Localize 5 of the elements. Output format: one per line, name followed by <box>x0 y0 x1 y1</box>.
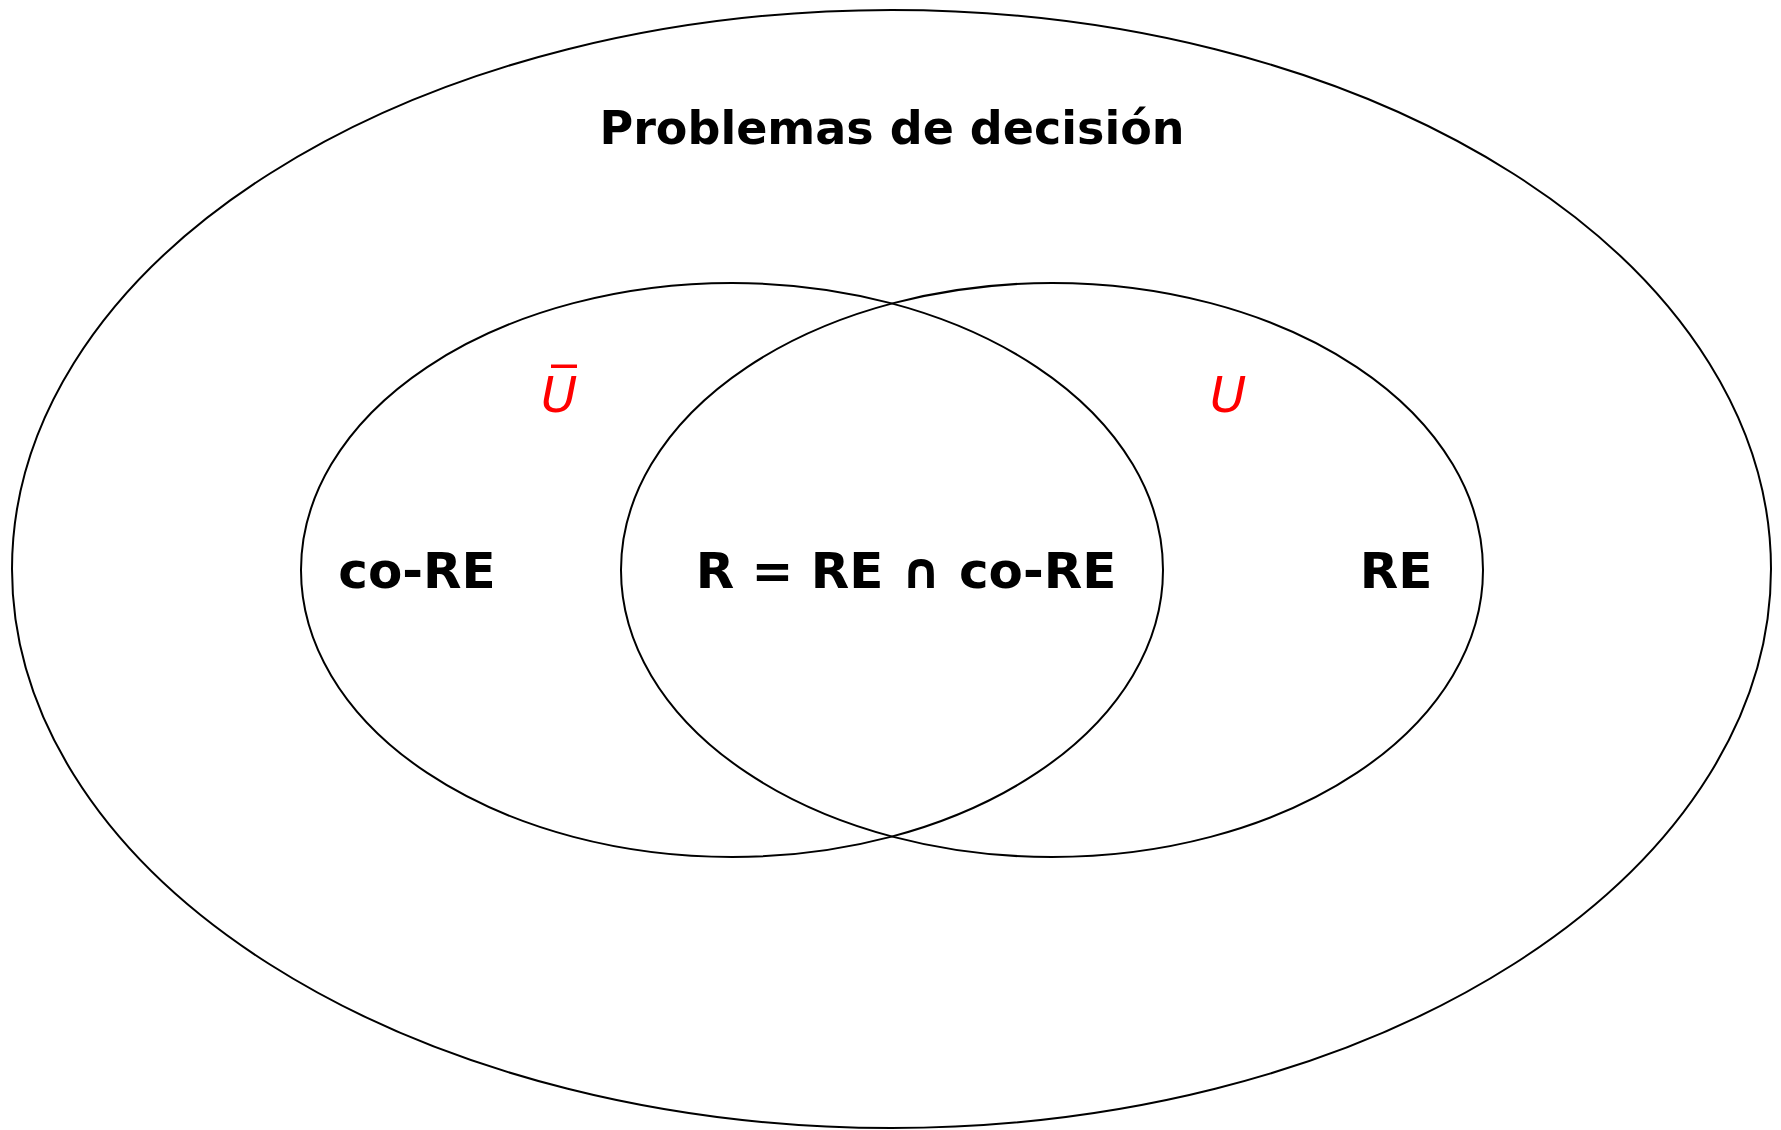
set-label: RE <box>1359 543 1433 599</box>
intersection-label: R = RE ∩ co-RE <box>695 543 1117 599</box>
set-label: Problemas de decisión <box>599 102 1185 154</box>
set-label: co-RE <box>338 543 496 599</box>
set-symbol: U <box>1209 367 1247 423</box>
